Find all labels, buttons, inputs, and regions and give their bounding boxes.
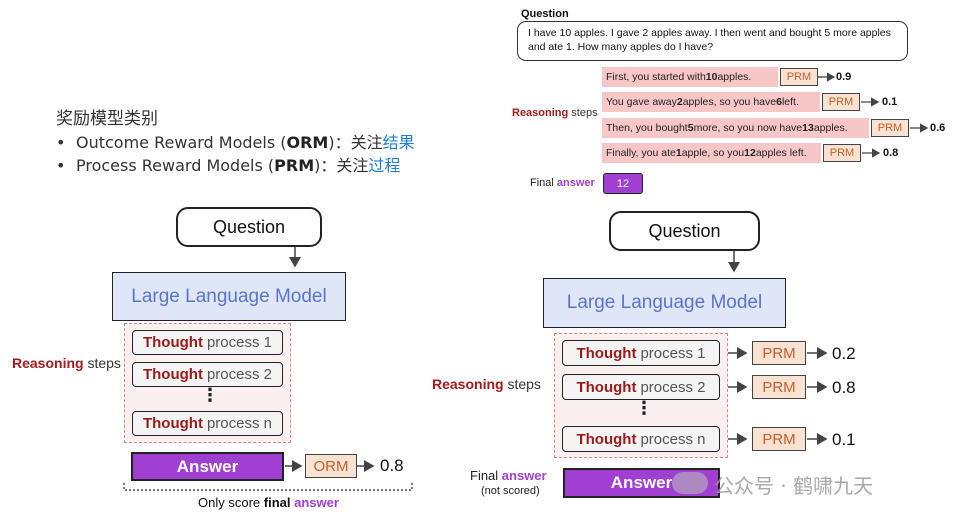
orm-answer-box: Answer bbox=[131, 452, 284, 481]
example-prm-2: PRM bbox=[822, 93, 860, 111]
watermark-text: 公众号 · 鹤啸九天 bbox=[714, 474, 874, 498]
example-score-1: 0.9 bbox=[836, 71, 852, 83]
example-prm-3: PRM bbox=[871, 119, 909, 137]
example-reasoning-label: Reasoning steps bbox=[512, 107, 598, 119]
example-step-3: Then, you bought 5 more, so you now have… bbox=[602, 118, 869, 138]
orm-score: 0.8 bbox=[380, 456, 404, 475]
prm-not-scored-note: (not scored) bbox=[481, 485, 540, 497]
orm-llm-box: Large Language Model bbox=[112, 272, 346, 321]
orm-thought-2: Thought process 2 bbox=[132, 362, 283, 387]
example-step-2: You gave away 2 apples, so you have 6 le… bbox=[602, 92, 820, 112]
example-question-title: Question bbox=[521, 8, 569, 20]
prm-thought-1: Thought process 1 bbox=[562, 340, 720, 366]
orm-thought-1: Thought process 1 bbox=[132, 330, 283, 355]
orm-ellipsis: ⋮ bbox=[201, 385, 219, 405]
footer-bracket bbox=[123, 483, 413, 491]
example-score-3: 0.6 bbox=[930, 122, 946, 134]
example-score-4: 0.8 bbox=[883, 147, 899, 159]
prm-scorer-1: PRM bbox=[752, 341, 806, 365]
example-final-answer: 12 bbox=[603, 173, 643, 194]
orm-reasoning-label: Reasoning steps bbox=[12, 355, 121, 371]
prm-llm-box: Large Language Model bbox=[543, 278, 786, 328]
prm-thought-2: Thought process 2 bbox=[562, 374, 720, 400]
prm-score-1: 0.2 bbox=[832, 344, 856, 363]
example-score-2: 0.1 bbox=[882, 96, 898, 108]
example-step-4: Finally, you ate 1 apple, so you 12 appl… bbox=[602, 143, 821, 163]
orm-question-box: Question bbox=[176, 207, 322, 247]
prm-thought-n: Thought process n bbox=[562, 426, 720, 452]
orm-thought-n: Thought process n bbox=[132, 411, 283, 436]
prm-final-label: Final answer bbox=[470, 468, 547, 483]
prm-score-n: 0.1 bbox=[832, 430, 856, 449]
orm-scorer-box: ORM bbox=[305, 454, 357, 478]
example-final-label: Final answer bbox=[530, 177, 595, 189]
example-prm-4: PRM bbox=[823, 144, 861, 162]
example-question-text: I have 10 apples. I gave 2 apples away. … bbox=[517, 21, 908, 61]
section-title: 奖励模型类别 bbox=[56, 109, 158, 129]
prm-scorer-2: PRM bbox=[752, 375, 806, 399]
wechat-logo-icon bbox=[672, 472, 708, 494]
bullet-orm: •Outcome Reward Models (ORM)：关注结果 bbox=[56, 133, 415, 152]
prm-question-box: Question bbox=[609, 211, 760, 251]
bullet-prm: •Process Reward Models (PRM)：关注过程 bbox=[56, 156, 401, 175]
orm-footer-note: Only score final answer bbox=[198, 495, 339, 510]
example-prm-1: PRM bbox=[780, 68, 818, 86]
prm-ellipsis: ⋮ bbox=[635, 398, 653, 418]
prm-scorer-n: PRM bbox=[752, 427, 806, 451]
prm-score-2: 0.8 bbox=[832, 378, 856, 397]
prm-reasoning-label: Reasoning steps bbox=[432, 376, 541, 392]
example-step-1: First, you started with 10 apples. bbox=[602, 67, 778, 87]
